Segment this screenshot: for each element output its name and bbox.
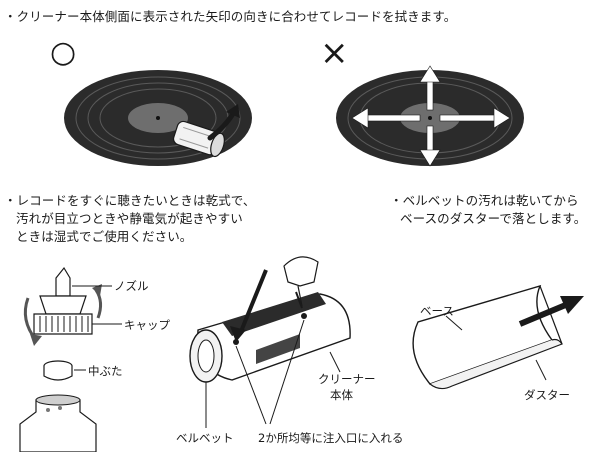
- record-disc-right: [336, 70, 524, 166]
- cleaner-on-record: [172, 120, 225, 158]
- label-inject-points: 2か所均等に注入口に入れる: [258, 431, 404, 445]
- instruction-dry-line2: 汚れが目立つときや静電気が起きやすい: [16, 211, 243, 226]
- label-velvet: ベルベット: [176, 431, 234, 445]
- label-inner-lid: 中ぶた: [88, 364, 123, 378]
- label-cap: キャップ: [124, 318, 170, 332]
- label-nozzle: ノズル: [114, 279, 149, 293]
- instruction-dry-line1: ・レコードをすぐに聴きたいときは乾式で、: [4, 193, 256, 208]
- label-cleaner-body-line2: 本体: [330, 388, 353, 402]
- instruction-dry-line3: ときは湿式でご使用ください。: [16, 229, 193, 244]
- record-disc-left: [64, 70, 252, 166]
- label-duster: ダスター: [524, 388, 570, 402]
- label-cleaner-body-line1: クリーナー: [318, 372, 376, 386]
- instruction-wipe-direction: ・クリーナー本体側面に表示された矢印の向きに合わせてレコードを拭きます。: [4, 9, 457, 24]
- incorrect-mark-icon: ×: [320, 33, 349, 73]
- instruction-velvet-line1: ・ベルベットの汚れは乾いてから: [390, 193, 579, 208]
- label-base: ベース: [420, 304, 454, 318]
- instruction-velvet-line2: ベースのダスターで落とします。: [400, 211, 587, 226]
- correct-mark-icon: ○: [50, 35, 77, 70]
- radial-arrows: [351, 65, 511, 167]
